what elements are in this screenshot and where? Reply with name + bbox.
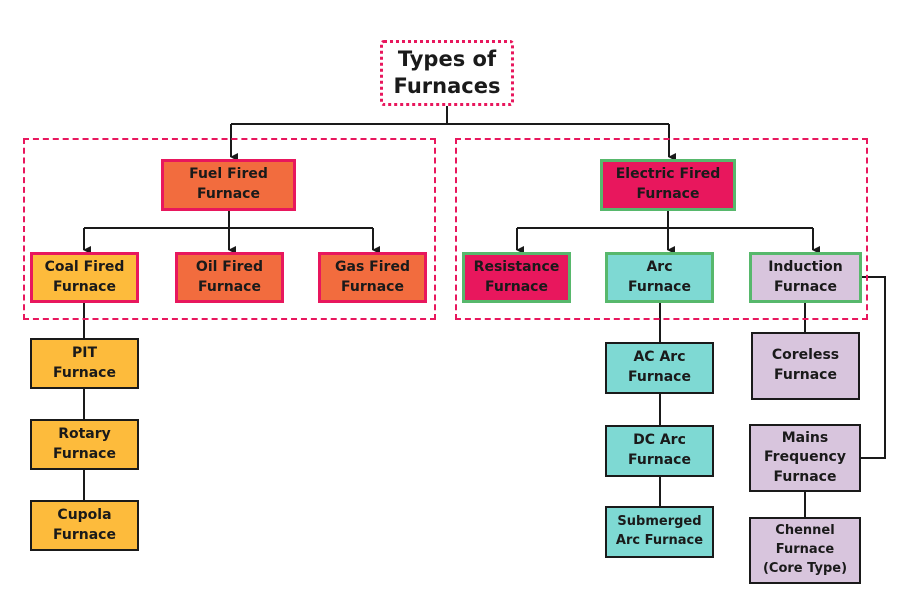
resistance-label-2: Furnace: [485, 278, 548, 295]
rotary-label-1: Rotary: [58, 425, 111, 442]
mains-label-1: Mains: [781, 429, 829, 446]
dc-arc-label-2: Furnace: [628, 452, 691, 468]
title-line-1: Types of: [397, 46, 497, 71]
electric-fired-label-1: Electric Fired: [615, 166, 721, 183]
types-of-furnaces-title: Types of Furnaces: [380, 40, 514, 106]
fuel-fired-label-2: Furnace: [197, 186, 260, 202]
electric-fired-label-2: Furnace: [636, 186, 700, 202]
gas-fired-label-2: Furnace: [341, 278, 404, 295]
coal-fired-label-1: Coal Fired: [44, 258, 125, 275]
connector-induction-mains: [861, 276, 886, 459]
ac-arc-label-1: AC Arc: [633, 349, 686, 366]
coal-fired-label-2: Furnace: [53, 278, 116, 295]
fuel-fired-group: [23, 138, 436, 320]
rotary-label-2: Furnace: [53, 445, 116, 462]
cupola-label-1: Cupola: [57, 506, 112, 523]
pit-furnace-node: PIT Furnace: [30, 338, 139, 389]
mains-label-3: Furnace: [773, 468, 837, 485]
chennel-label-2: Furnace: [775, 542, 835, 558]
pit-label-2: Furnace: [53, 364, 116, 381]
submerged-label-2: Arc Furnace: [615, 533, 704, 548]
arc-label-2: Furnace: [628, 278, 691, 295]
coreless-label-1: Coreless: [771, 347, 840, 364]
title-line-2: Furnaces: [393, 74, 501, 98]
electric-fired-group: [455, 138, 868, 320]
chennel-label-1: Chennel: [775, 523, 835, 539]
resistance-label-1: Resistance: [473, 258, 560, 275]
chennel-label-3: (Core Type): [762, 560, 848, 576]
fuel-fired-label-1: Fuel Fired: [189, 166, 268, 183]
mains-label-2: Frequency: [764, 449, 846, 466]
gas-fired-label-1: Gas Fired: [335, 258, 410, 275]
ac-arc-label-2: Furnace: [628, 369, 691, 385]
induction-label-1: Induction: [768, 258, 843, 275]
oil-fired-label-2: Furnace: [198, 278, 261, 295]
coreless-label-2: Furnace: [774, 367, 837, 383]
pit-label-1: PIT: [71, 344, 97, 361]
induction-label-2: Furnace: [774, 278, 837, 295]
cupola-label-2: Furnace: [53, 526, 116, 543]
dc-arc-label-1: DC Arc: [633, 432, 686, 449]
arc-label-1: Arc: [646, 258, 673, 275]
submerged-label-1: Submerged: [617, 514, 702, 530]
oil-fired-label-1: Oil Fired: [195, 258, 264, 275]
